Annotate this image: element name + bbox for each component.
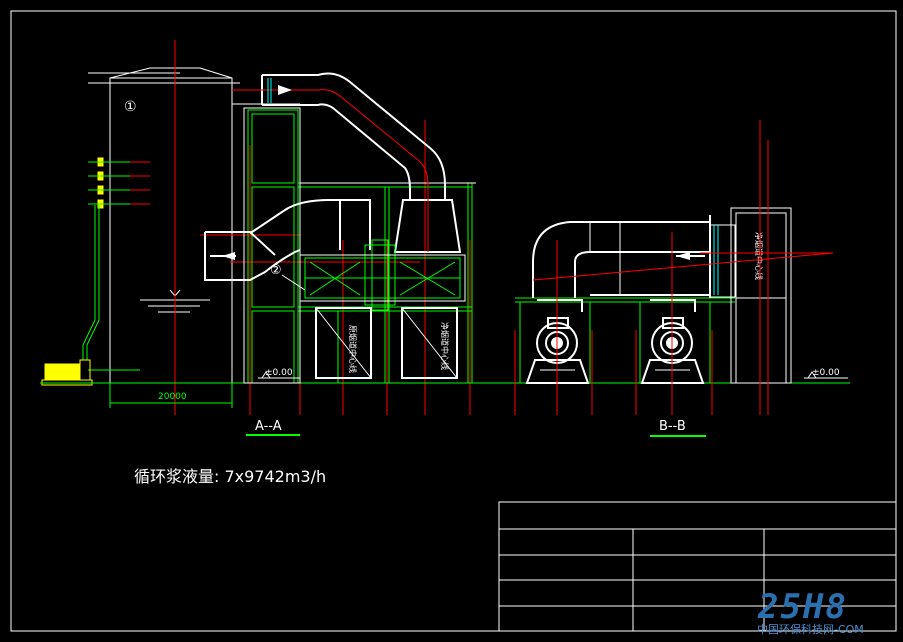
watermark-logo: 25H8 bbox=[757, 587, 848, 627]
duct-b-flange bbox=[713, 225, 719, 295]
gas-gas-heater bbox=[304, 239, 461, 311]
duct-flange bbox=[267, 78, 272, 103]
steel-frame bbox=[247, 109, 473, 384]
width-dimension: 20000 bbox=[109, 383, 233, 408]
tank-2 bbox=[401, 307, 458, 379]
spray-lines bbox=[82, 161, 140, 371]
section-b-title: B--B bbox=[659, 419, 686, 434]
spray-headers bbox=[97, 157, 104, 209]
watermark-subtitle: 中国环保科技网-COM bbox=[757, 622, 864, 636]
marker-2: ② bbox=[270, 263, 282, 278]
stack-b bbox=[730, 207, 792, 384]
centerlines-a bbox=[100, 40, 471, 415]
clean-flue-duct bbox=[204, 199, 371, 281]
section-a-title: A--A bbox=[255, 419, 282, 434]
tank-2-label: 净烟道中心线 bbox=[440, 322, 450, 370]
section-a-view: ① 20000 bbox=[40, 40, 520, 436]
elevation-b-label: ±0.00 bbox=[812, 368, 840, 378]
section-b-view: 净烟道中心线 bbox=[514, 120, 850, 437]
elevation-a-label: ±0.00 bbox=[265, 368, 293, 378]
elevation-b: ±0.00 bbox=[804, 368, 848, 379]
tank-1-label: 原烟道中心线 bbox=[348, 325, 358, 373]
flow-caption: 循环浆液量: 7x9742m3/h bbox=[134, 467, 326, 486]
watermark: 25H8 中国环保科技网-COM bbox=[757, 587, 864, 636]
duct-b-label: 净烟道中心线 bbox=[754, 232, 764, 280]
centerlines-b bbox=[514, 120, 834, 415]
elevation-a: ±0.00 bbox=[258, 368, 300, 379]
absorber-tower bbox=[88, 67, 240, 383]
title-block bbox=[498, 501, 897, 632]
raw-flue-duct bbox=[261, 72, 462, 253]
width-dimension-label: 20000 bbox=[158, 392, 187, 402]
drawing-border bbox=[10, 10, 897, 632]
fan-platform bbox=[515, 297, 735, 383]
duct-b bbox=[532, 215, 736, 298]
circulation-pump bbox=[41, 359, 93, 386]
tank-1 bbox=[315, 307, 372, 379]
marker-1: ① bbox=[124, 99, 137, 115]
